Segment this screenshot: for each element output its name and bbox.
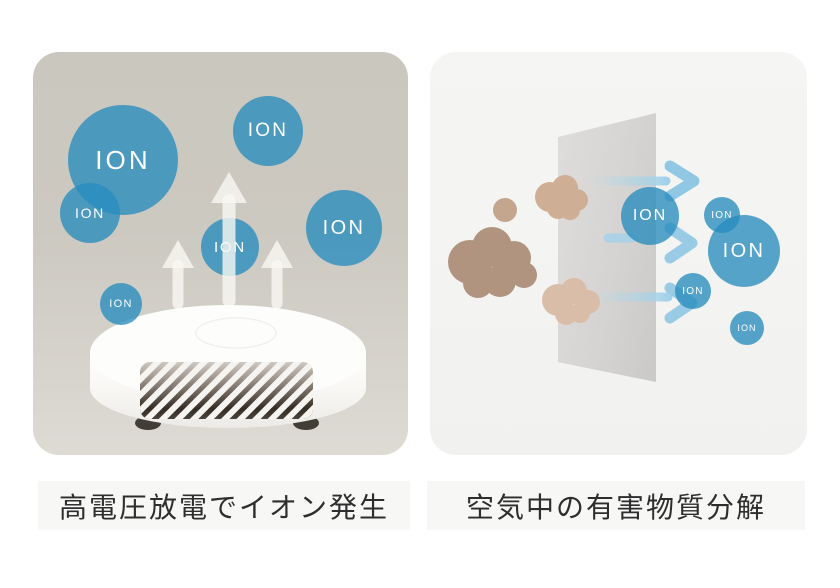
ion-bubble: ION bbox=[730, 311, 764, 345]
ion-bubble: ION bbox=[675, 273, 711, 309]
up-arrow-icon bbox=[211, 172, 247, 307]
ion-generation-panel: ION ION ION ION ION bbox=[33, 52, 408, 455]
ion-bubble: ION bbox=[306, 190, 382, 266]
smoke-clouds bbox=[448, 175, 600, 325]
ion-bubble: ION bbox=[60, 183, 120, 243]
smoke-cloud bbox=[542, 278, 600, 325]
right-arrow-icon bbox=[593, 160, 700, 202]
smoke-dot bbox=[493, 198, 517, 222]
caption-decomposition: 空気中の有害物質分解 bbox=[427, 481, 805, 530]
caption-ion-generation: 高電圧放電でイオン発生 bbox=[38, 481, 410, 530]
filter-sheet bbox=[558, 113, 656, 382]
smoke-cloud bbox=[535, 175, 588, 220]
decomposition-panel: ION ION ION ION ION bbox=[430, 52, 807, 455]
ion-bubble: ION bbox=[708, 215, 780, 287]
ion-bubble: ION bbox=[100, 283, 142, 325]
up-arrow-icon bbox=[261, 240, 293, 309]
ionizer-device bbox=[90, 305, 366, 430]
up-arrows-icon bbox=[162, 172, 293, 309]
smoke-cloud bbox=[448, 227, 537, 298]
vent-grille-bars bbox=[140, 362, 313, 419]
device-top-detail bbox=[195, 317, 277, 349]
up-arrow-icon bbox=[162, 240, 194, 309]
ion-bubble: ION bbox=[621, 187, 679, 245]
right-arrow-icon bbox=[603, 222, 698, 264]
ion-bubble: ION bbox=[233, 96, 303, 166]
